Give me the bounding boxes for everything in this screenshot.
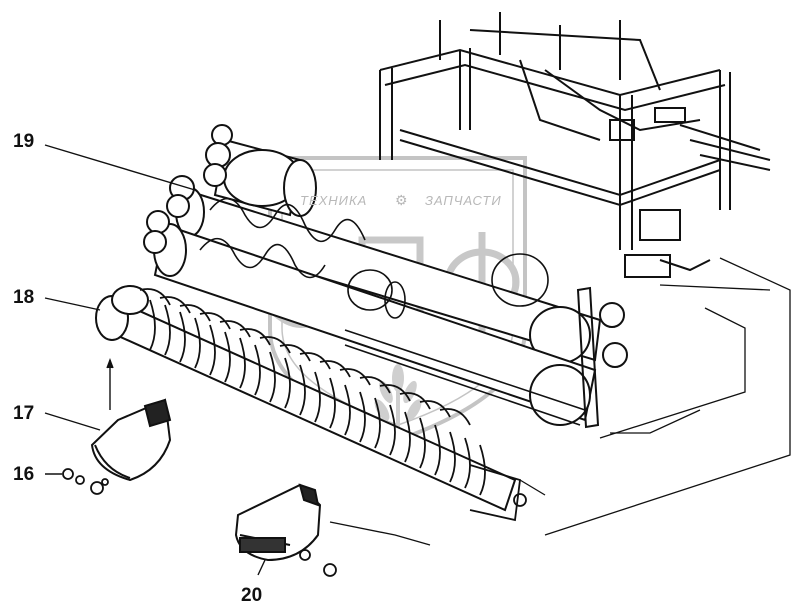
cover-20 (234, 483, 322, 562)
right-side-plate (576, 286, 628, 429)
assembly-dash-lines (329, 257, 791, 546)
callout-18: 18 (13, 287, 35, 308)
auger-fingers (139, 288, 527, 522)
upper-roller-assembly (143, 124, 602, 426)
cover-17 (90, 398, 172, 482)
gear-icon: ⚙ (395, 192, 408, 208)
watermark-wheat (374, 364, 422, 430)
roller-spirals (199, 197, 586, 426)
callout-20: 20 (241, 585, 263, 606)
callout-16: 16 (13, 464, 35, 485)
callout-19: 19 (13, 131, 35, 152)
callout-17: 17 (13, 403, 35, 424)
auger-roller (95, 285, 517, 512)
watermark-right-text: ЗАПЧАСТИ (425, 193, 502, 208)
fasteners-16 (62, 468, 337, 577)
watermark-left-text: ТЕХНИКА (300, 193, 368, 208)
leader-lines (44, 144, 266, 576)
frame-assembly (379, 12, 771, 278)
